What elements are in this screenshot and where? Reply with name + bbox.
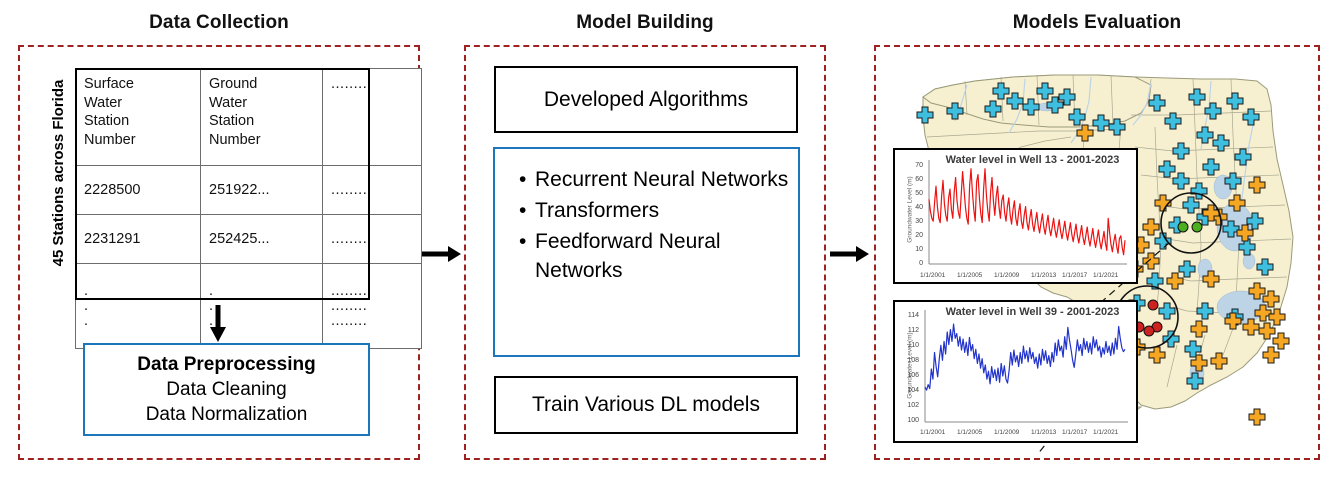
train-models-label: Train Various DL models bbox=[532, 393, 760, 416]
hdr-line: Surface bbox=[84, 76, 134, 92]
x-tick: 1/1/2021 bbox=[1093, 429, 1119, 436]
y-tick: 30 bbox=[915, 218, 923, 225]
y-tick: 114 bbox=[907, 312, 919, 319]
x-tick: 1/1/2013 bbox=[1031, 272, 1057, 279]
well13-chart: Water level in Well 13 - 2001-2023 Groun… bbox=[893, 148, 1138, 284]
cell-continuation-ellipsis: ........ ........ ........ bbox=[322, 263, 422, 349]
panel-title-data-collection: Data Collection bbox=[149, 12, 289, 33]
x-tick: 1/1/2021 bbox=[1093, 272, 1119, 279]
y-tick: 102 bbox=[907, 402, 919, 409]
cell-ground-station-number: 251922... bbox=[200, 165, 323, 215]
y-tick: 10 bbox=[915, 246, 923, 253]
header-cell-surface-water: Surface Water Station Number bbox=[75, 68, 201, 166]
map-markers-ground-water bbox=[1076, 124, 1290, 426]
cell-continuation: ... bbox=[75, 263, 201, 349]
train-models-box: Train Various DL models bbox=[494, 376, 798, 434]
well39-chart-title: Water level in Well 39 - 2001-2023 bbox=[945, 306, 1120, 318]
x-tick: 1/1/2017 bbox=[1062, 272, 1088, 279]
cell-ground-station-number: 252425... bbox=[200, 214, 323, 264]
preprocessing-title: Data Preprocessing bbox=[137, 354, 316, 375]
cell-ellipsis: ........ bbox=[322, 214, 422, 264]
preprocessing-line-2: Data Normalization bbox=[145, 404, 308, 425]
table-header-row: Surface Water Station Number Ground Wate… bbox=[75, 68, 422, 166]
map-markers-surface-water bbox=[916, 82, 1274, 390]
y-tick: 70 bbox=[915, 162, 923, 169]
y-tick: 106 bbox=[907, 372, 919, 379]
hdr-line: Water bbox=[209, 94, 248, 111]
x-tick: 1/1/2005 bbox=[957, 429, 983, 436]
hdr-line: Number bbox=[209, 131, 261, 148]
panel-title-model-building: Model Building bbox=[576, 12, 714, 33]
y-tick: 50 bbox=[915, 190, 923, 197]
algorithms-list: Recurrent Neural Networks Transformers F… bbox=[495, 149, 798, 285]
header-cell-ground-water: Ground Water Station Number bbox=[200, 68, 323, 166]
well39-chart: Water level in Well 39 - 2001-2023 Groun… bbox=[893, 300, 1138, 443]
preprocessing-line-1: Data Cleaning bbox=[166, 379, 287, 400]
developed-algorithms-label: Developed Algorithms bbox=[543, 87, 749, 111]
y-tick: 60 bbox=[915, 176, 923, 183]
y-tick: 40 bbox=[915, 204, 923, 211]
hdr-line: Number bbox=[84, 131, 136, 148]
x-tick: 1/1/2017 bbox=[1062, 429, 1088, 436]
list-item: Transformers bbox=[519, 196, 798, 225]
x-tick: 1/1/2009 bbox=[994, 272, 1020, 279]
cell-surface-station-number: 2228500 bbox=[75, 165, 201, 215]
cell-ellipsis: ........ bbox=[322, 165, 422, 215]
y-tick: 0 bbox=[919, 260, 923, 267]
y-tick: 110 bbox=[907, 342, 919, 349]
well39-series-line bbox=[924, 323, 1126, 391]
x-tick: 1/1/2009 bbox=[994, 429, 1020, 436]
flow-arrow-2-icon bbox=[830, 246, 869, 262]
stations-side-label: 45 Stations across Florida bbox=[50, 79, 67, 267]
x-tick: 1/1/2005 bbox=[957, 272, 983, 279]
x-tick: 1/1/2001 bbox=[920, 429, 946, 436]
y-tick: 20 bbox=[915, 232, 923, 239]
stations-table: Surface Water Station Number Ground Wate… bbox=[75, 68, 422, 349]
list-item: Recurrent Neural Networks bbox=[519, 165, 798, 194]
well39-plot-area bbox=[924, 310, 1128, 423]
developed-algorithms-box: Developed Algorithms bbox=[494, 66, 798, 133]
hdr-line: Station bbox=[84, 113, 130, 129]
well13-plot-area bbox=[928, 160, 1127, 265]
table-continuation-row: ... ... ........ ........ ........ bbox=[75, 263, 422, 349]
ellipsis: ........ bbox=[331, 312, 368, 329]
y-tick: 112 bbox=[907, 327, 919, 334]
y-tick: 100 bbox=[907, 417, 919, 424]
ellipsis: ........ bbox=[331, 297, 368, 314]
data-preprocessing-box: Data Preprocessing Data Cleaning Data No… bbox=[83, 343, 370, 436]
table-row: 2228500 251922... ........ bbox=[75, 165, 422, 215]
flow-arrow-1-icon bbox=[422, 246, 461, 262]
map-highlight-circle-well13 bbox=[1160, 192, 1222, 254]
hdr-line: Water bbox=[84, 94, 123, 111]
down-arrow-icon bbox=[210, 305, 226, 342]
x-tick: 1/1/2001 bbox=[920, 272, 946, 279]
algorithms-list-box: Recurrent Neural Networks Transformers F… bbox=[493, 147, 800, 357]
ellipsis: ........ bbox=[331, 282, 368, 299]
well13-chart-title: Water level in Well 13 - 2001-2023 bbox=[945, 154, 1120, 166]
hdr-line: Ground bbox=[209, 76, 258, 92]
table-row: 2231291 252425... ........ bbox=[75, 214, 422, 264]
well13-series-line bbox=[928, 168, 1126, 256]
cell-surface-station-number: 2231291 bbox=[75, 214, 201, 264]
hdr-line: Station bbox=[209, 113, 255, 129]
header-cell-ellipsis: ........ bbox=[322, 68, 422, 166]
x-tick: 1/1/2013 bbox=[1031, 429, 1057, 436]
panel-title-models-evaluation: Models Evaluation bbox=[1012, 12, 1182, 33]
list-item: Feedforward Neural Networks bbox=[519, 227, 798, 285]
y-tick: 104 bbox=[907, 387, 919, 394]
y-tick: 108 bbox=[907, 357, 919, 364]
